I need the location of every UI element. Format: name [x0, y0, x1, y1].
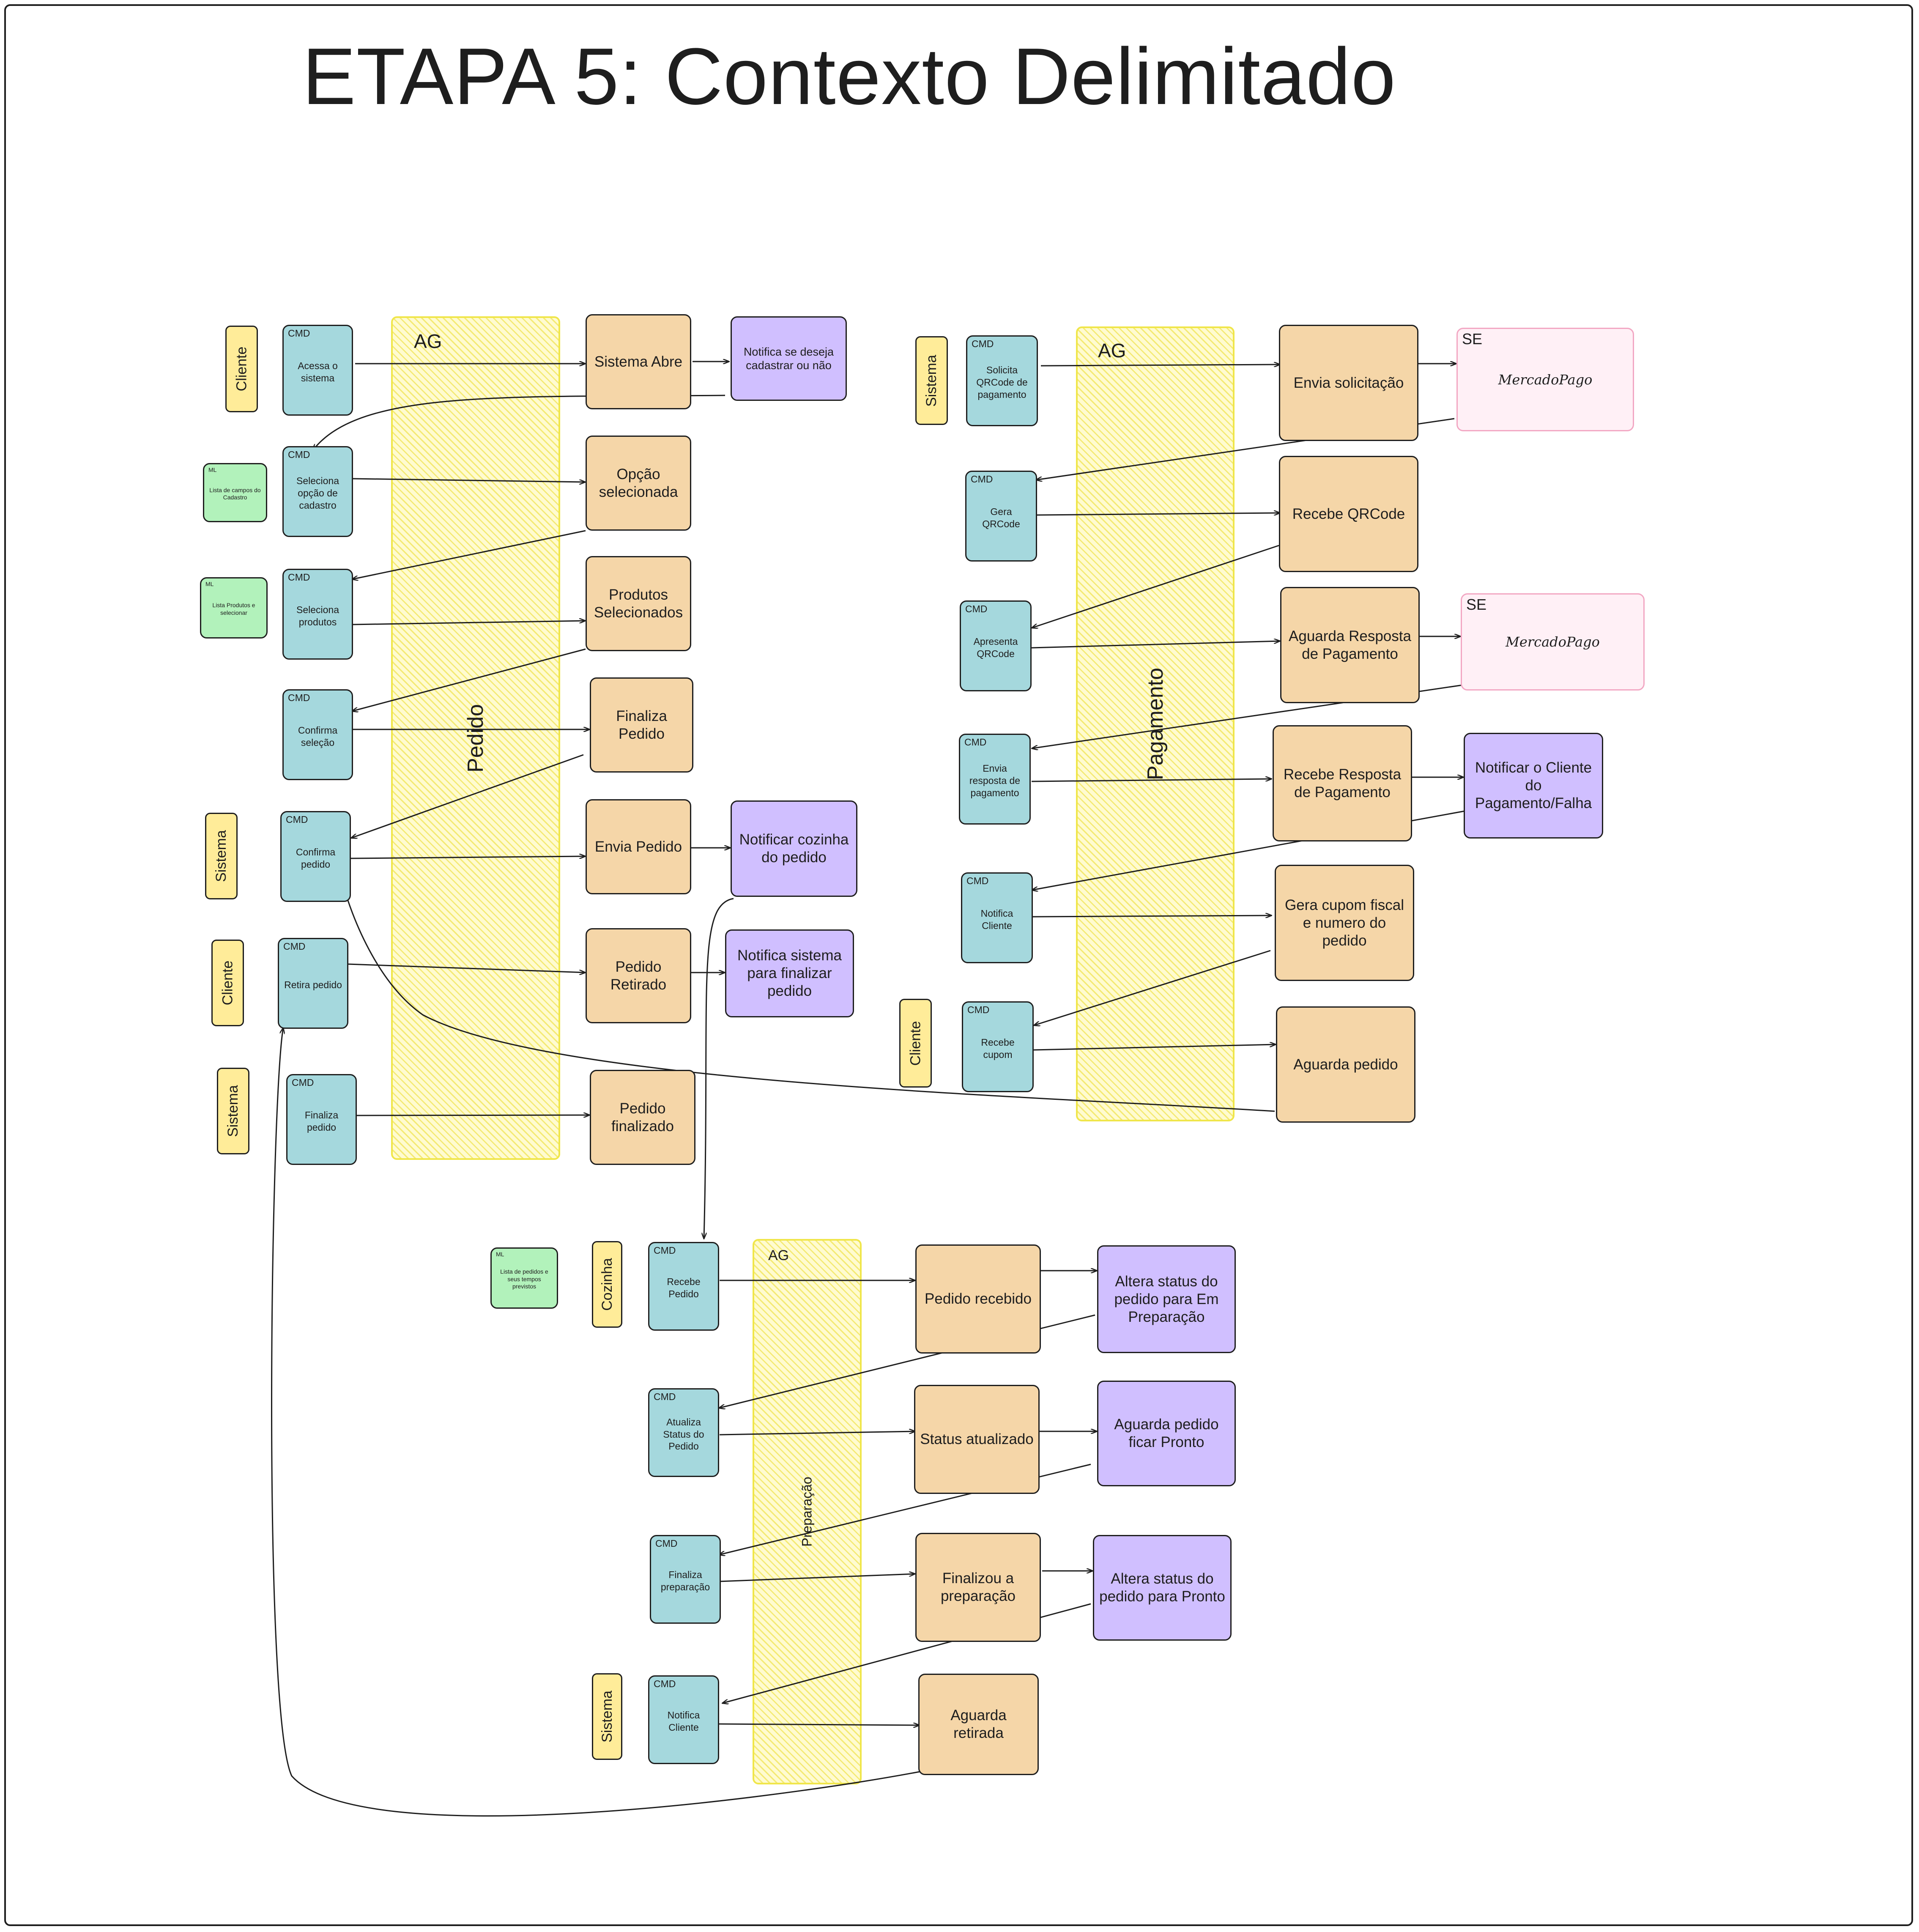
- actor-sistema: Sistema: [915, 336, 948, 425]
- event-card: Produtos Selecionados: [586, 556, 691, 651]
- actor-cliente: Cliente: [225, 326, 258, 412]
- policy-card: Notificar cozinha do pedido: [731, 800, 857, 897]
- aggregate-label: AG: [1098, 340, 1126, 362]
- aggregate-pedido: AG Pedido: [391, 316, 560, 1160]
- event-card: Finaliza Pedido: [590, 677, 693, 773]
- board-frame: [4, 4, 1913, 1926]
- event-card: Sistema Abre: [586, 314, 691, 409]
- actor-sistema: Sistema: [205, 813, 238, 899]
- event-card: Status atualizado: [914, 1385, 1040, 1494]
- event-card: Pedido recebido: [915, 1244, 1041, 1354]
- policy-card: Altera status do pedido para Em Preparaç…: [1097, 1245, 1236, 1353]
- actor-cliente: Cliente: [211, 940, 244, 1026]
- aggregate-pagamento: AG Pagamento: [1076, 326, 1235, 1121]
- page-title: ETAPA 5: Contexto Delimitado: [302, 32, 1396, 121]
- actor-cliente: Cliente: [899, 999, 932, 1088]
- event-card: Opção selecionada: [586, 436, 691, 531]
- policy-card: Notificar o Cliente do Pagamento/Falha: [1464, 733, 1603, 839]
- actor-cozinha: Cozinha: [592, 1241, 622, 1328]
- aggregate-label: AG: [414, 330, 442, 352]
- policy-card: Altera status do pedido para Pronto: [1093, 1535, 1232, 1641]
- aggregate-preparacao: AG Preparação: [753, 1239, 862, 1784]
- event-card: Recebe QRCode: [1279, 456, 1418, 572]
- actor-sistema: Sistema: [217, 1068, 249, 1154]
- event-card: Envia solicitação: [1279, 325, 1418, 441]
- event-card: Aguarda pedido: [1276, 1006, 1415, 1123]
- event-card: Finalizou a preparação: [915, 1533, 1041, 1642]
- event-card: Envia Pedido: [586, 799, 691, 894]
- event-card: Aguarda Resposta de Pagamento: [1280, 587, 1420, 703]
- event-card: Aguarda retirada: [918, 1674, 1039, 1775]
- policy-card: Aguarda pedido ficar Pronto: [1097, 1381, 1236, 1486]
- event-card: Pedido finalizado: [590, 1070, 695, 1165]
- event-card: Recebe Resposta de Pagamento: [1273, 725, 1412, 841]
- actor-sistema: Sistema: [592, 1673, 622, 1760]
- event-card: Gera cupom fiscal e numero do pedido: [1275, 865, 1414, 981]
- policy-card: Notifica se deseja cadastrar ou não: [731, 316, 847, 401]
- policy-card: Notifica sistema para finalizar pedido: [725, 929, 854, 1017]
- event-card: Pedido Retirado: [586, 928, 691, 1023]
- aggregate-label: AG: [768, 1247, 789, 1263]
